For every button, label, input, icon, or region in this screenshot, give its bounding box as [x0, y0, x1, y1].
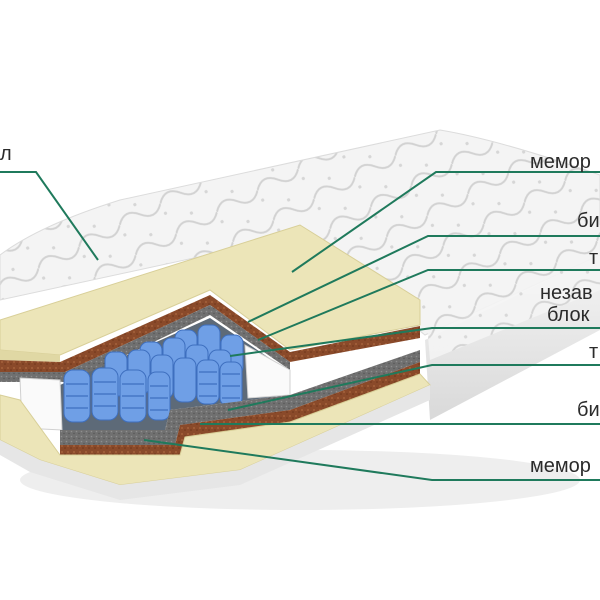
leader-line-springs: [229, 327, 600, 357]
leader-line-memory-top: [291, 171, 600, 273]
memory-foam-top-edge: [0, 350, 60, 362]
cover-bottom-edge: [0, 385, 430, 500]
coir-bottom: [60, 362, 420, 455]
coir-top: [0, 295, 420, 372]
leader-line-bio-top: [247, 235, 600, 323]
label-memory-bottom: мемор: [530, 455, 591, 477]
label-memory-top: мемор: [530, 151, 591, 173]
pocket-springs: [63, 324, 244, 423]
leader-line-cover: [0, 171, 99, 261]
label-cover: л: [0, 143, 12, 165]
memory-foam-top: [0, 224, 421, 356]
label-spring-line1: незав: [540, 282, 593, 304]
leader-line-memory-bottom: [143, 439, 600, 481]
leader-line-t-top: [257, 269, 600, 341]
leader-line-t-bottom: [227, 364, 600, 411]
label-t-bottom: т: [589, 341, 599, 363]
label-spring-line2: блок: [547, 304, 590, 326]
felt-bottom: [60, 350, 420, 445]
label-t-top: т: [589, 247, 599, 269]
leader-lines: [0, 171, 600, 481]
label-bio-top: би: [577, 210, 600, 232]
label-bio-bottom: би: [577, 399, 600, 421]
quilted-cover-side: [425, 225, 600, 360]
